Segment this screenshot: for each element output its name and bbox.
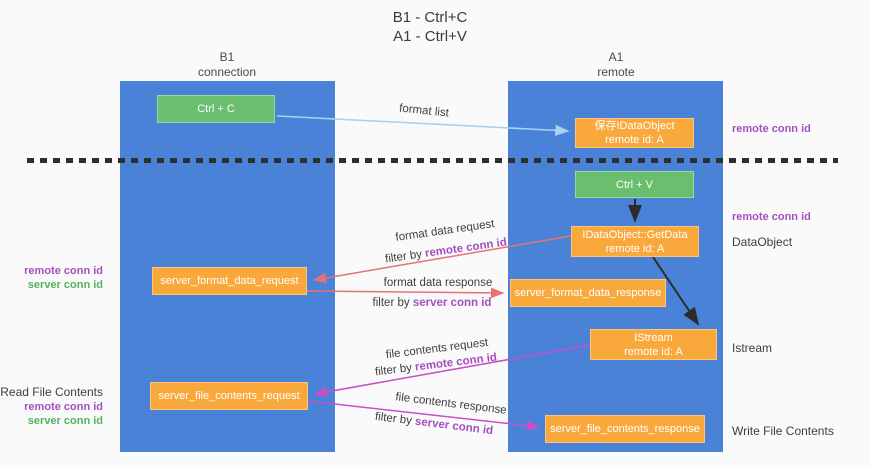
arrow-format-data-response [306,287,505,299]
node-server-format-data-response-label: server_format_data_response [514,287,662,299]
node-ctrl-v-label: Ctrl + V [616,178,653,191]
lane-b1-role: connection [197,65,257,79]
node-server-file-contents-request-label: server_file_contents_request [158,390,300,402]
right-istream-label: Istream [732,341,773,355]
lane-a1-role: remote [597,65,635,79]
label-server-conn-id-2: server conn id [414,415,494,438]
lane-header-a1: A1 remote [597,50,634,80]
lane-header-b1: B1 connection [198,50,256,80]
node-server-file-contents-response-label: server_file_contents_response [550,423,700,435]
node-ctrl-c-label: Ctrl + C [197,103,235,115]
label-filter-by-3: filter by [374,361,416,379]
right-write-file-contents-label: Write File Contents [732,424,834,438]
node-server-file-contents-response: server_file_contents_response [545,415,705,443]
node-server-format-data-response: server_format_data_response [510,279,666,307]
label-format-list: format list [398,102,450,120]
node-getdata-line1: IDataObject::GetData [582,228,688,241]
node-istream-line1: IStream [634,331,673,344]
node-ctrl-v: Ctrl + V [575,171,694,198]
left-server-conn-id-1: server conn id [27,279,103,291]
node-server-format-data-request: server_format_data_request [152,267,307,295]
node-save-dataobject-line1: 保存IDataObject [594,120,675,132]
diagram-title: B1 - Ctrl+C A1 - Ctrl+V [393,8,468,46]
node-getdata: IDataObject::GetData remote id: A [571,226,699,257]
right-dataobject-label: DataObject [732,235,793,249]
node-istream-line2: remote id: A [624,345,683,358]
right-remote-conn-id-2: remote conn id [732,211,811,223]
lane-b1-name: B1 [219,50,235,64]
right-remote-conn-id-1: remote conn id [732,123,811,135]
left-remote-conn-id-2: remote conn id [24,401,103,413]
label-filter-by-1: filter by [384,247,426,266]
node-server-file-contents-request: server_file_contents_request [150,382,308,410]
left-read-file-contents-label: Read File Contents [0,385,103,399]
node-save-dataobject-line2: remote id: A [605,134,664,146]
node-istream: IStream remote id: A [590,329,717,360]
node-save-dataobject: 保存IDataObject remote id: A [575,118,694,148]
label-format-data-response: format data response [383,277,493,289]
node-getdata-line2: remote id: A [605,242,665,255]
label-filter-by-2: filter by [372,297,413,309]
left-server-conn-id-2: server conn id [27,415,103,427]
lane-a1-name: A1 [608,50,624,64]
label-remote-conn-id-1: remote conn id [424,236,508,260]
label-filter-server-2: filter by server conn id [374,411,493,437]
label-filter-by-4: filter by [374,410,416,428]
title-line-1: B1 - Ctrl+C [392,9,468,26]
left-remote-conn-id-1: remote conn id [24,265,103,277]
label-file-contents-response: file contents response [394,391,508,417]
node-ctrl-c: Ctrl + C [157,95,275,123]
label-server-conn-id-1: server conn id [412,297,492,309]
node-server-format-data-request-label: server_format_data_request [160,275,299,287]
label-filter-server-1: filter by server conn id [373,297,492,309]
dashed-divider [27,158,838,163]
title-line-2: A1 - Ctrl+V [393,28,467,45]
